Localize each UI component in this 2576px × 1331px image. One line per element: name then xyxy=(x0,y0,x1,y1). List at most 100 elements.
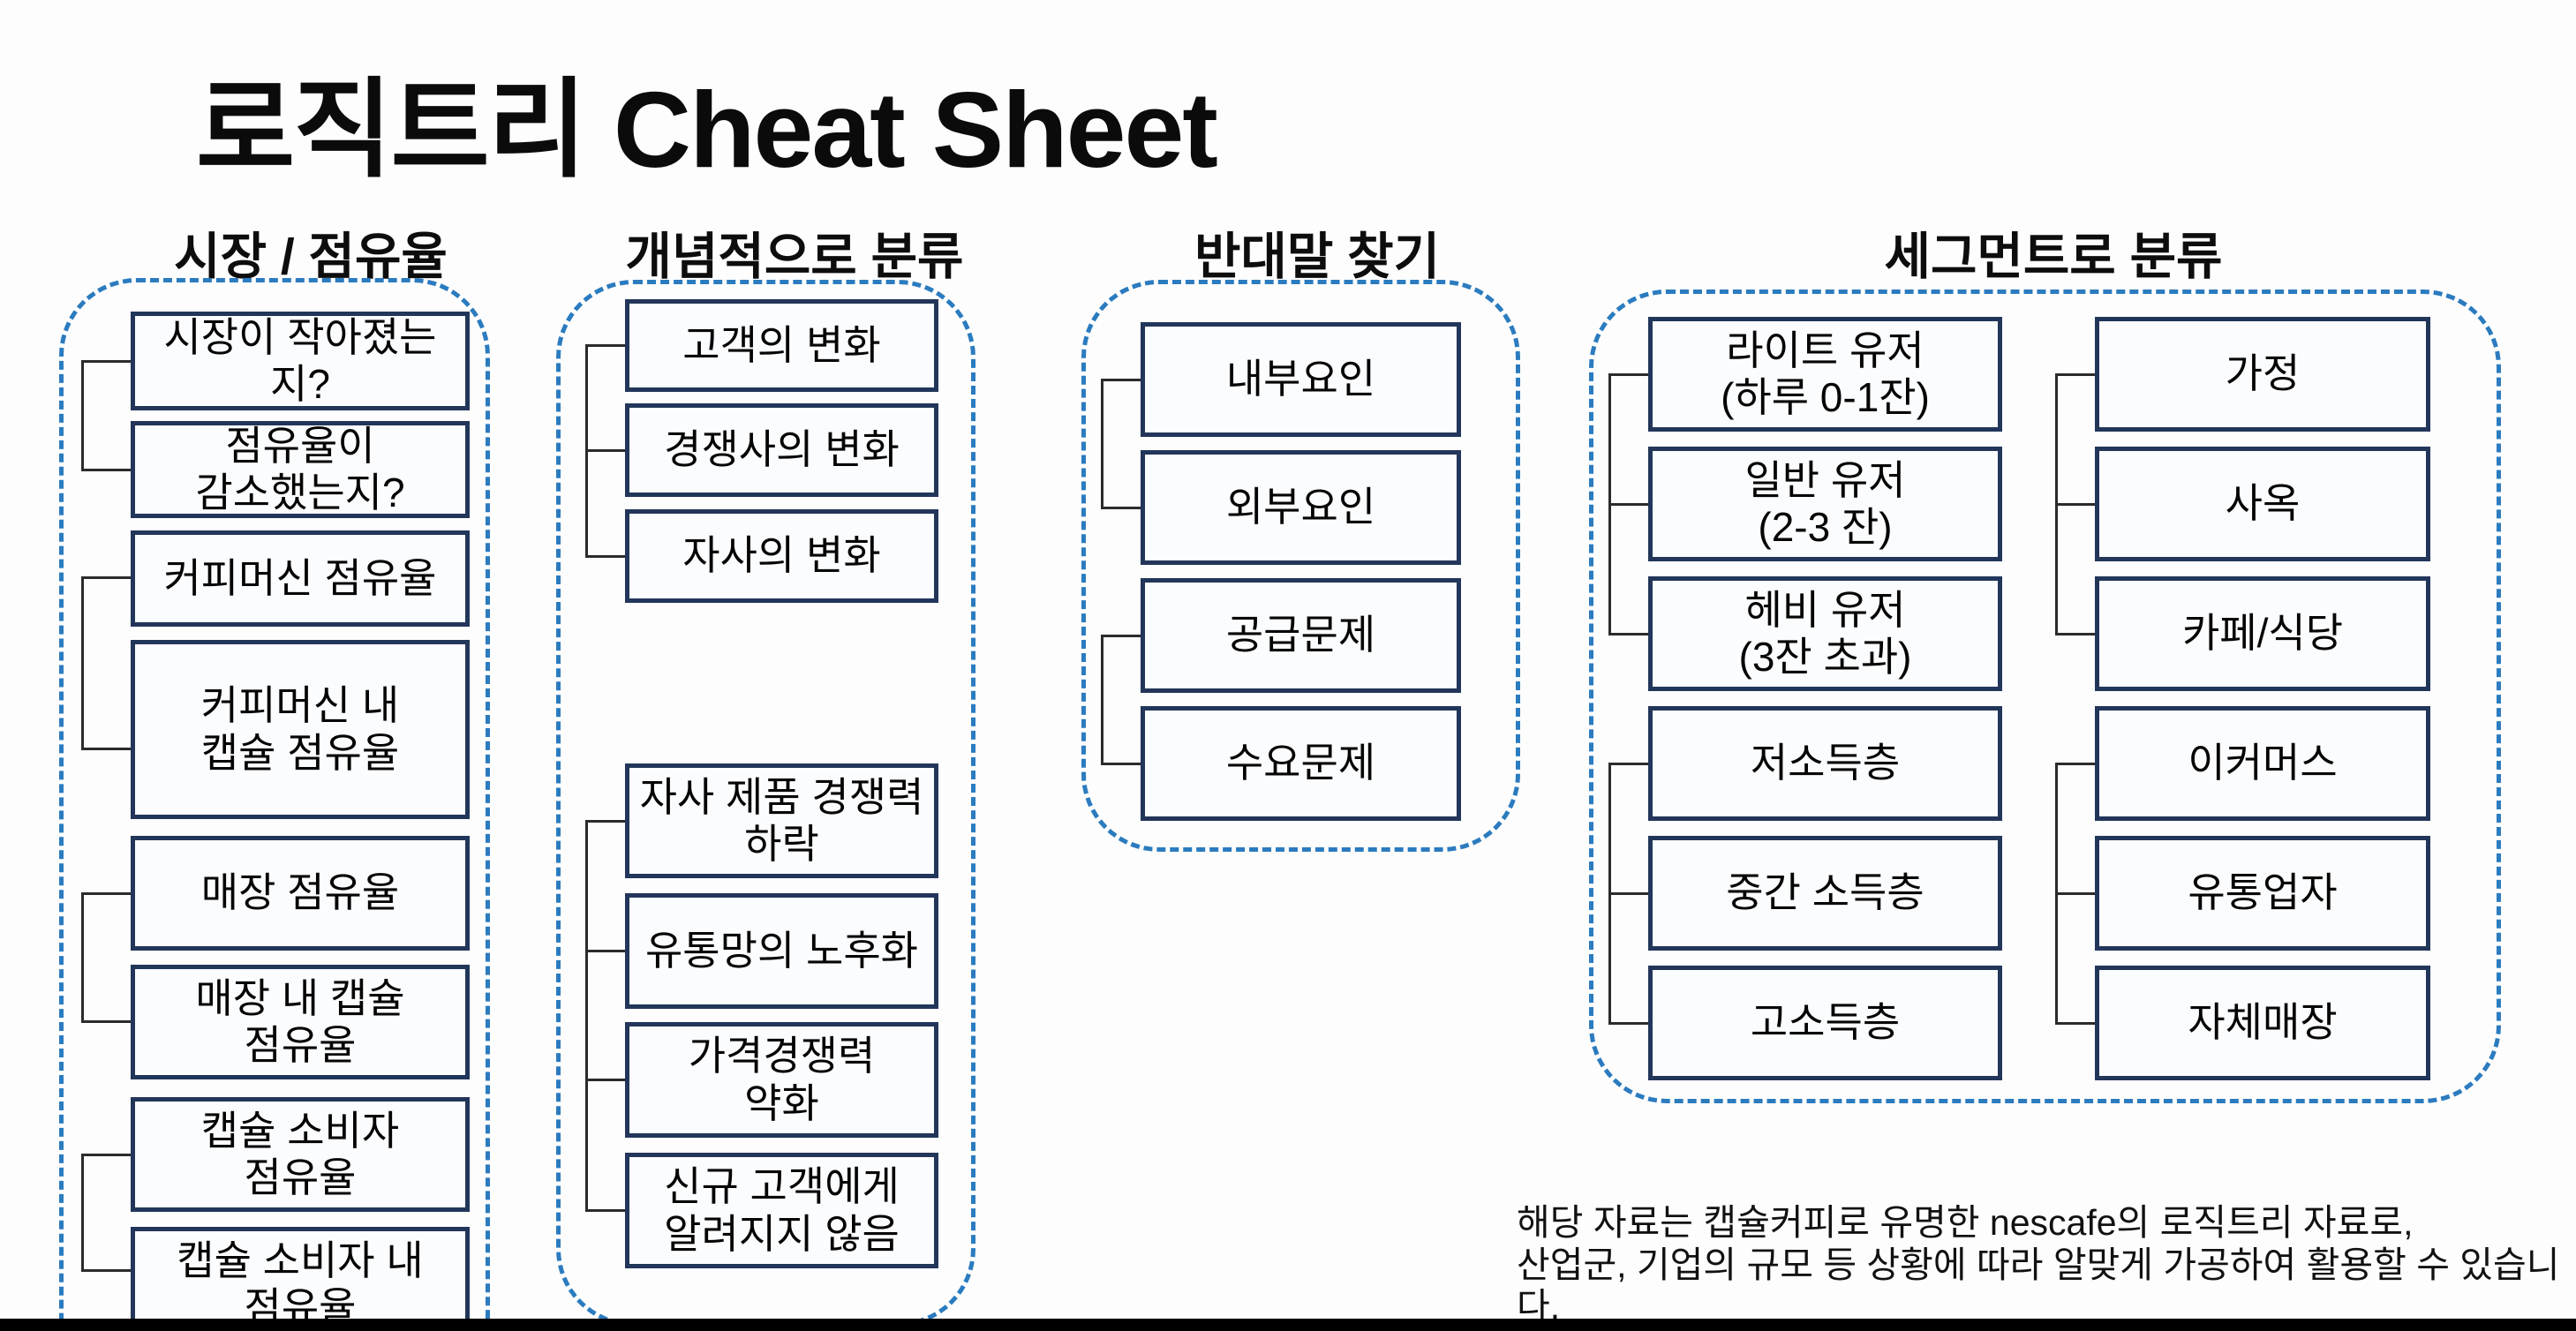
tree-box: 자사 제품 경쟁력 하락 xyxy=(625,763,938,878)
tree-box-label: 사옥 xyxy=(2225,480,2301,527)
connector-line xyxy=(81,576,84,750)
column-header-market-share: 시장 / 점유율 xyxy=(174,229,448,285)
connector-line xyxy=(81,469,131,471)
tree-box-label: 유통망의 노후화 xyxy=(644,927,919,974)
tree-box: 이커머스 xyxy=(2095,706,2430,821)
connector-line xyxy=(2055,763,2095,765)
connector-line xyxy=(1101,379,1103,509)
connector-line xyxy=(81,1154,131,1156)
tree-box-label: 커피머신 내 캡슐 점유율 xyxy=(200,682,400,776)
tree-box: 매장 점유율 xyxy=(131,836,470,951)
tree-box: 내부요인 xyxy=(1141,322,1461,437)
connector-line xyxy=(2055,1022,2095,1025)
connector-line xyxy=(585,1079,625,1081)
tree-box-label: 일반 유저 (2-3 잔) xyxy=(1744,456,1906,550)
tree-box: 경쟁사의 변화 xyxy=(625,403,938,497)
connector-line xyxy=(1101,635,1141,637)
tree-box: 신규 고객에게 알려지지 않음 xyxy=(625,1153,938,1268)
tree-box-label: 내부요인 xyxy=(1225,356,1376,402)
tree-box-label: 수요문제 xyxy=(1225,740,1376,786)
tree-box: 유통업자 xyxy=(2095,836,2430,951)
connector-line xyxy=(585,555,625,558)
tree-box-label: 카페/식당 xyxy=(2181,610,2344,657)
footer-note-line: 산업군, 기업의 규모 등 상황에 따라 알맞게 가공하여 활용할 수 있습니다… xyxy=(1517,1244,2560,1327)
tree-box: 유통망의 노후화 xyxy=(625,893,938,1009)
tree-box-label: 이커머스 xyxy=(2188,740,2338,786)
connector-line xyxy=(1608,763,1648,765)
footer-note-line: 해당 자료는 캡슐커피로 유명한 nescafe의 로직트리 자료로, xyxy=(1517,1202,2414,1243)
page-title: 로직트리 Cheat Sheet xyxy=(196,70,1218,190)
tree-box: 저소득층 xyxy=(1648,706,2002,821)
tree-box: 고소득층 xyxy=(1648,966,2002,1080)
connector-line xyxy=(81,576,131,579)
tree-box: 커피머신 점유율 xyxy=(131,530,470,627)
connector-line xyxy=(2055,633,2095,635)
tree-box-label: 가격경쟁력 약화 xyxy=(688,1033,876,1126)
connector-line xyxy=(585,344,625,347)
tree-box-label: 자사의 변화 xyxy=(682,532,881,579)
tree-box: 시장이 작아졌는 지? xyxy=(131,312,470,410)
tree-box: 점유율이 감소했는지? xyxy=(131,421,470,518)
connector-line xyxy=(585,950,625,952)
connector-line xyxy=(2055,892,2095,895)
connector-line xyxy=(81,360,131,363)
tree-box-label: 점유율이 감소했는지? xyxy=(195,422,405,515)
connector-line xyxy=(1608,503,1648,506)
column-header-segments: 세그먼트로 분류 xyxy=(1884,229,2223,285)
tree-box: 카페/식당 xyxy=(2095,576,2430,691)
tree-box-label: 고객의 변화 xyxy=(682,321,881,368)
bottom-bar xyxy=(0,1319,2576,1331)
connector-line xyxy=(81,1154,84,1272)
tree-box-label: 저소득층 xyxy=(1750,740,1901,786)
tree-box: 라이트 유저 (하루 0-1잔) xyxy=(1648,317,2002,432)
tree-box-label: 매장 점유율 xyxy=(200,869,400,916)
tree-box-label: 자사 제품 경쟁력 하락 xyxy=(639,773,924,867)
tree-box-label: 중간 소득층 xyxy=(1726,869,1924,916)
connector-line xyxy=(1101,635,1103,765)
connector-line xyxy=(81,748,131,750)
tree-box-label: 캡슐 소비자 점유율 xyxy=(200,1107,400,1200)
connector-line xyxy=(81,892,131,895)
tree-box: 가정 xyxy=(2095,317,2430,432)
dashed-group-market-share xyxy=(59,278,490,1331)
connector-line xyxy=(1608,1022,1648,1025)
tree-box: 캡슐 소비자 내 점유율 xyxy=(131,1227,470,1331)
tree-box-label: 헤비 유저 (3잔 초과) xyxy=(1738,586,1912,680)
tree-box-label: 매장 내 캡슐 점유율 xyxy=(195,974,405,1068)
tree-box-label: 시장이 작아졌는 지? xyxy=(163,313,437,407)
tree-box: 중간 소득층 xyxy=(1648,836,2002,951)
tree-box: 커피머신 내 캡슐 점유율 xyxy=(131,640,470,819)
tree-box: 고객의 변화 xyxy=(625,299,938,392)
connector-line xyxy=(585,820,588,1212)
tree-box-label: 고소득층 xyxy=(1750,999,1901,1046)
tree-box-label: 공급문제 xyxy=(1225,612,1376,658)
connector-line xyxy=(81,1269,131,1272)
tree-box-label: 가정 xyxy=(2225,350,2301,397)
tree-box: 수요문제 xyxy=(1141,706,1461,821)
tree-box: 일반 유저 (2-3 잔) xyxy=(1648,447,2002,561)
column-header-opposites: 반대말 찾기 xyxy=(1194,229,1441,285)
tree-box-label: 라이트 유저 (하루 0-1잔) xyxy=(1721,327,1930,420)
footer-note: 해당 자료는 캡슐커피로 유명한 nescafe의 로직트리 자료로, 산업군,… xyxy=(1517,1202,2576,1328)
tree-box: 캡슐 소비자 점유율 xyxy=(131,1097,470,1212)
connector-line xyxy=(585,820,625,823)
tree-box: 가격경쟁력 약화 xyxy=(625,1022,938,1138)
connector-line xyxy=(585,449,625,452)
tree-box-label: 경쟁사의 변화 xyxy=(664,426,900,473)
connector-line xyxy=(1101,763,1141,765)
tree-box: 자체매장 xyxy=(2095,966,2430,1080)
dashed-group-segments xyxy=(1589,290,2501,1103)
connector-line xyxy=(1608,892,1648,895)
column-header-conceptual: 개념적으로 분류 xyxy=(625,229,964,285)
tree-box-label: 신규 고객에게 알려지지 않음 xyxy=(664,1163,900,1257)
connector-line xyxy=(2055,503,2095,506)
connector-line xyxy=(585,1209,625,1212)
tree-box: 매장 내 캡슐 점유율 xyxy=(131,965,470,1079)
tree-box-label: 외부요인 xyxy=(1225,484,1376,530)
tree-box-label: 자체매장 xyxy=(2188,999,2338,1046)
tree-box-label: 캡슐 소비자 내 점유율 xyxy=(177,1237,424,1330)
connector-line xyxy=(81,1020,131,1023)
connector-line xyxy=(1608,373,1648,376)
connector-line xyxy=(81,892,84,1023)
tree-box-label: 유통업자 xyxy=(2188,869,2338,916)
